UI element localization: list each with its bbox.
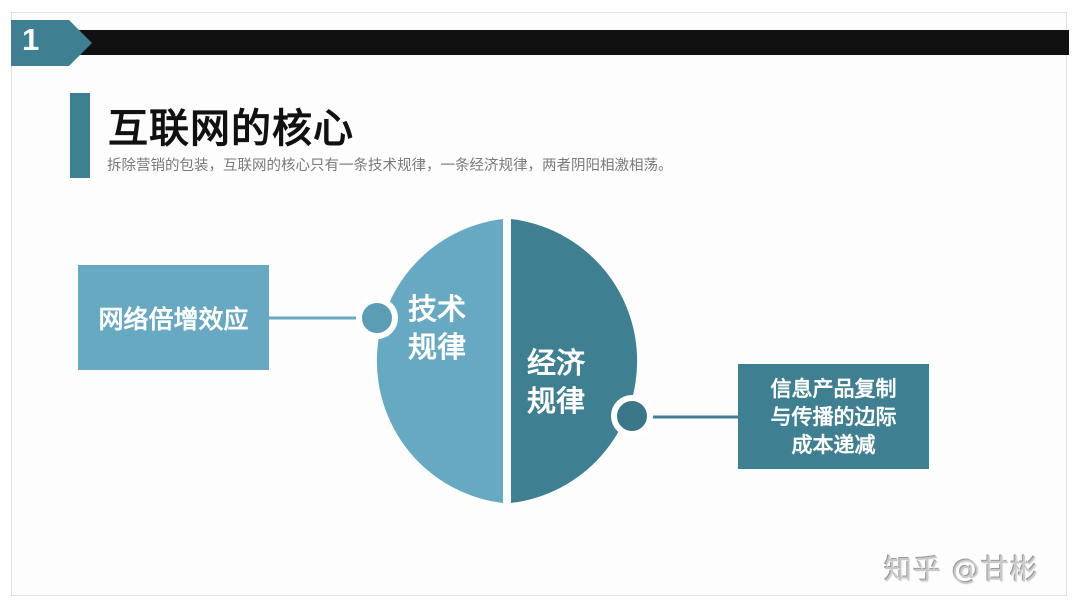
left-half-label: 技术 规律 bbox=[408, 290, 466, 366]
right-node-circle bbox=[611, 395, 653, 437]
page-title: 互联网的核心 bbox=[108, 106, 354, 152]
right-label-line2: 规律 bbox=[527, 384, 586, 418]
right-label-line1: 经济 bbox=[527, 346, 586, 380]
header-bar bbox=[75, 30, 1069, 55]
page-subtitle: 拆除营销的包装，互联网的核心只有一条技术规律，一条经济规律，两者阴阳相激相荡。 bbox=[107, 158, 673, 174]
title-accent-bar bbox=[70, 93, 90, 178]
right-half-label: 经济 规律 bbox=[527, 344, 585, 420]
right-callout-line3: 成本递减 bbox=[791, 432, 876, 457]
left-node-circle bbox=[356, 297, 398, 339]
watermark: 知乎 @甘彬 bbox=[884, 553, 1039, 586]
right-half-circle bbox=[511, 219, 638, 503]
slide-number: 1 bbox=[22, 22, 40, 57]
arrow-badge-icon bbox=[11, 20, 92, 66]
left-label-line2: 规律 bbox=[408, 330, 467, 364]
slide-number-badge bbox=[11, 20, 92, 66]
left-label-line1: 技术 bbox=[408, 292, 467, 326]
right-callout-line1: 信息产品复制 bbox=[770, 376, 897, 401]
left-callout-box: 网络倍增效应 bbox=[78, 265, 269, 370]
right-callout-box: 信息产品复制 与传播的边际 成本递减 bbox=[738, 364, 929, 469]
right-callout-line2: 与传播的边际 bbox=[770, 404, 897, 429]
left-callout-text: 网络倍增效应 bbox=[98, 304, 249, 334]
left-half-circle bbox=[376, 219, 503, 503]
